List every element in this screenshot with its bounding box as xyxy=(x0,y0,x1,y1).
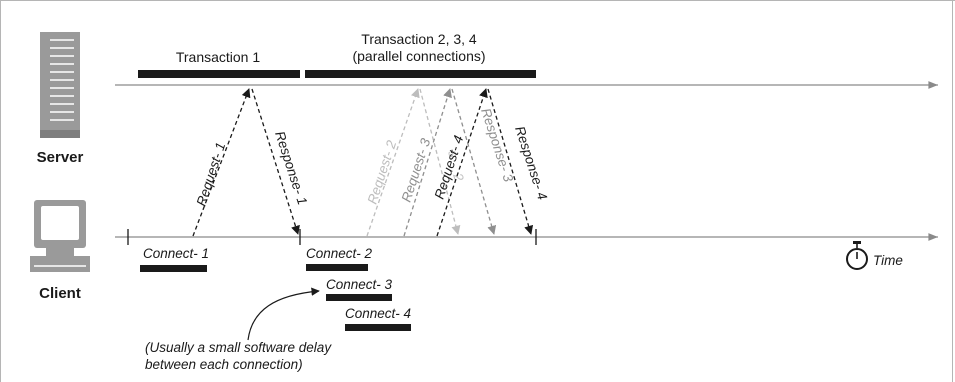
request-3-arrow xyxy=(403,88,452,237)
response-2-arrow xyxy=(419,88,461,235)
stopwatch-icon xyxy=(846,241,868,270)
connect-4-label: Connect- 4 xyxy=(345,306,411,321)
transaction-234-bar xyxy=(305,70,536,78)
connect-1-bar xyxy=(140,265,207,272)
request-4-label: Request- 4 xyxy=(432,133,467,200)
request-4-arrow xyxy=(436,88,488,237)
server-icon xyxy=(40,32,80,138)
transaction-234-label: Transaction 2, 3, 4 xyxy=(361,31,477,47)
client-label: Client xyxy=(39,285,81,302)
note-line-1: (Usually a small software delay xyxy=(145,340,332,355)
response-2-fragment: s xyxy=(445,148,461,159)
time-label: Time xyxy=(873,253,903,268)
connect-3-bar xyxy=(326,294,392,301)
transaction-1-label: Transaction 1 xyxy=(176,49,261,65)
connect-3-label: Connect- 3 xyxy=(326,277,393,292)
response-1-arrow xyxy=(251,88,300,235)
connect-1-label: Connect- 1 xyxy=(143,246,209,261)
transaction-234-sublabel: (parallel connections) xyxy=(352,48,485,64)
request-2-arrow xyxy=(366,88,420,237)
request-1-label: Request- 1 xyxy=(194,140,229,207)
request-3-label: Request- 3 xyxy=(399,136,434,204)
connect-2-label: Connect- 2 xyxy=(306,246,373,261)
response-4-arrow xyxy=(487,88,534,235)
note-line-2: between each connection) xyxy=(145,357,303,372)
request-1-arrow xyxy=(192,88,251,237)
client-icon xyxy=(30,200,90,272)
note-pointer-arrow xyxy=(247,287,320,341)
connect-4-bar xyxy=(345,324,411,331)
transaction-1-bar xyxy=(138,70,300,78)
server-label: Server xyxy=(37,149,84,166)
connect-2-bar xyxy=(306,264,368,271)
response-1-label: Response- 1 xyxy=(272,129,310,206)
request-2-label: Request- 2 xyxy=(365,138,400,206)
